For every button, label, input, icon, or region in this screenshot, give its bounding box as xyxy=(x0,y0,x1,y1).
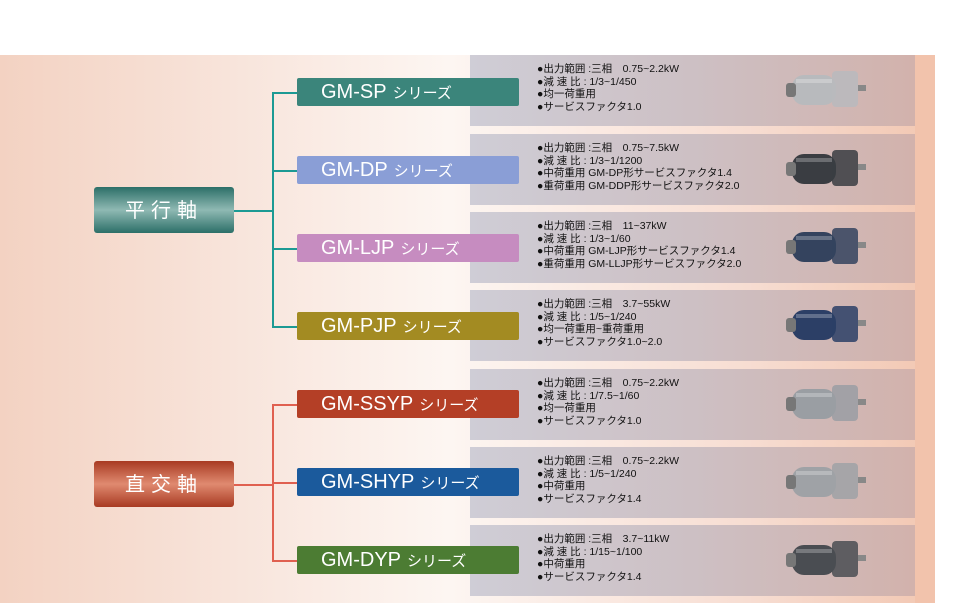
series-suffix: シリーズ xyxy=(400,241,460,258)
spec-panel: ●出力範囲 :三相 0.75~2.2kW●減 速 比 : 1/7.5~1/60●… xyxy=(470,369,915,440)
spec-line: ●出力範囲 :三相 0.75~7.5kW xyxy=(537,142,680,154)
gearmotor-image xyxy=(786,463,866,499)
series-name: GM-LJP xyxy=(321,237,395,259)
gearmotor-image xyxy=(786,71,866,107)
category-right-angle-shaft[interactable]: 直交軸 xyxy=(94,461,234,507)
spec-line: ●減 速 比 : 1/5~1/240 xyxy=(537,467,637,480)
spec-line: ●減 速 比 : 1/3~1/60 xyxy=(537,232,631,245)
spec-line: ●出力範囲 :三相 0.75~2.2kW xyxy=(537,377,680,389)
spec-line: ●中荷重用 xyxy=(537,480,586,492)
series-label-gm-dyp[interactable]: GM-DYP シリーズ xyxy=(297,546,519,574)
spec-line: ●出力範囲 :三相 0.75~2.2kW xyxy=(537,63,680,75)
gearmotor-image xyxy=(786,385,866,421)
connector-category xyxy=(234,484,274,486)
spec-line: ●出力範囲 :三相 3.7~11kW xyxy=(537,533,670,545)
connector-branch xyxy=(272,248,298,250)
connector-branch xyxy=(272,170,298,172)
spec-line: ●中荷重用 GM-LJP形サービスファクタ1.4 xyxy=(537,245,736,257)
spec-line: ●出力範囲 :三相 3.7~55kW xyxy=(537,298,671,310)
spec-line: ●サービスファクタ1.4 xyxy=(537,492,642,505)
spec-line: ●出力範囲 :三相 0.75~2.2kW xyxy=(537,455,680,467)
series-suffix: シリーズ xyxy=(420,475,480,492)
spec-line: ●減 速 比 : 1/3~1/450 xyxy=(537,75,637,88)
spec-line: ●減 速 比 : 1/3~1/1200 xyxy=(537,154,643,167)
series-label-gm-dp[interactable]: GM-DP シリーズ xyxy=(297,156,519,184)
series-label-gm-ljp[interactable]: GM-LJP シリーズ xyxy=(297,234,519,262)
spec-line: ●減 速 比 : 1/5~1/240 xyxy=(537,310,637,323)
spec-list: ●出力範囲 :三相 3.7~55kW●減 速 比 : 1/5~1/240●均一荷… xyxy=(537,298,670,348)
spec-list: ●出力範囲 :三相 0.75~7.5kW●減 速 比 : 1/3~1/1200●… xyxy=(537,142,740,192)
series-label-gm-ssyp[interactable]: GM-SSYP シリーズ xyxy=(297,390,519,418)
spec-line: ●減 速 比 : 1/7.5~1/60 xyxy=(537,389,640,402)
spec-line: ●サービスファクタ1.0 xyxy=(537,100,642,113)
series-label-gm-shyp[interactable]: GM-SHYP シリーズ xyxy=(297,468,519,496)
spec-line: ●均一荷重用~重荷重用 xyxy=(537,323,644,335)
spec-line: ●中荷重用 xyxy=(537,558,586,570)
series-name: GM-DP xyxy=(321,159,388,181)
series-name: GM-DYP xyxy=(321,549,401,571)
spec-line: ●均一荷重用 xyxy=(537,402,596,414)
spec-line: ●均一荷重用 xyxy=(537,88,596,100)
spec-line: ●重荷重用 GM-LLJP形サービスファクタ2.0 xyxy=(537,257,742,270)
series-name: GM-SHYP xyxy=(321,471,415,493)
spec-panel: ●出力範囲 :三相 0.75~2.2kW●減 速 比 : 1/3~1/450●均… xyxy=(470,55,915,126)
spec-panel: ●出力範囲 :三相 3.7~55kW●減 速 比 : 1/5~1/240●均一荷… xyxy=(470,290,915,361)
connector-branch xyxy=(272,560,298,562)
spec-panel: ●出力範囲 :三相 0.75~2.2kW●減 速 比 : 1/5~1/240●中… xyxy=(470,447,915,518)
connector-branch xyxy=(272,92,298,94)
series-suffix: シリーズ xyxy=(419,397,479,414)
gearmotor-image xyxy=(786,150,866,186)
spec-line: ●出力範囲 :三相 11~37kW xyxy=(537,220,667,232)
spec-list: ●出力範囲 :三相 0.75~2.2kW●減 速 比 : 1/5~1/240●中… xyxy=(537,455,679,505)
spec-line: ●重荷重用 GM-DDP形サービスファクタ2.0 xyxy=(537,179,740,192)
series-label-gm-sp[interactable]: GM-SP シリーズ xyxy=(297,78,519,106)
category-parallel-shaft[interactable]: 平行軸 xyxy=(94,187,234,233)
spec-list: ●出力範囲 :三相 0.75~2.2kW●減 速 比 : 1/3~1/450●均… xyxy=(537,63,679,113)
series-suffix: シリーズ xyxy=(393,163,453,180)
spec-line: ●減 速 比 : 1/15~1/100 xyxy=(537,545,643,558)
connector-branch xyxy=(272,326,298,328)
series-suffix: シリーズ xyxy=(402,319,462,336)
series-suffix: シリーズ xyxy=(392,85,452,102)
series-name: GM-SP xyxy=(321,81,387,103)
series-name: GM-SSYP xyxy=(321,393,414,415)
gearmotor-image xyxy=(786,228,866,264)
spec-panel: ●出力範囲 :三相 0.75~7.5kW●減 速 比 : 1/3~1/1200●… xyxy=(470,134,915,205)
gearmotor-image xyxy=(786,541,866,577)
right-strip xyxy=(915,55,935,603)
spec-line: ●サービスファクタ1.0 xyxy=(537,414,642,427)
connector-branch xyxy=(272,404,298,406)
spec-line: ●サービスファクタ1.0~2.0 xyxy=(537,335,663,348)
spec-panel: ●出力範囲 :三相 3.7~11kW●減 速 比 : 1/15~1/100●中荷… xyxy=(470,525,915,596)
spec-list: ●出力範囲 :三相 0.75~2.2kW●減 速 比 : 1/7.5~1/60●… xyxy=(537,377,679,427)
spec-line: ●中荷重用 GM-DP形サービスファクタ1.4 xyxy=(537,167,732,179)
series-name: GM-PJP xyxy=(321,315,397,337)
spec-list: ●出力範囲 :三相 11~37kW●減 速 比 : 1/3~1/60●中荷重用 … xyxy=(537,220,741,270)
spec-line: ●サービスファクタ1.4 xyxy=(537,570,642,583)
spec-panel: ●出力範囲 :三相 11~37kW●減 速 比 : 1/3~1/60●中荷重用 … xyxy=(470,212,915,283)
series-label-gm-pjp[interactable]: GM-PJP シリーズ xyxy=(297,312,519,340)
gearmotor-image xyxy=(786,306,866,342)
connector-branch xyxy=(272,482,298,484)
series-suffix: シリーズ xyxy=(407,553,467,570)
connector-category xyxy=(234,210,274,212)
spec-list: ●出力範囲 :三相 3.7~11kW●減 速 比 : 1/15~1/100●中荷… xyxy=(537,533,669,583)
